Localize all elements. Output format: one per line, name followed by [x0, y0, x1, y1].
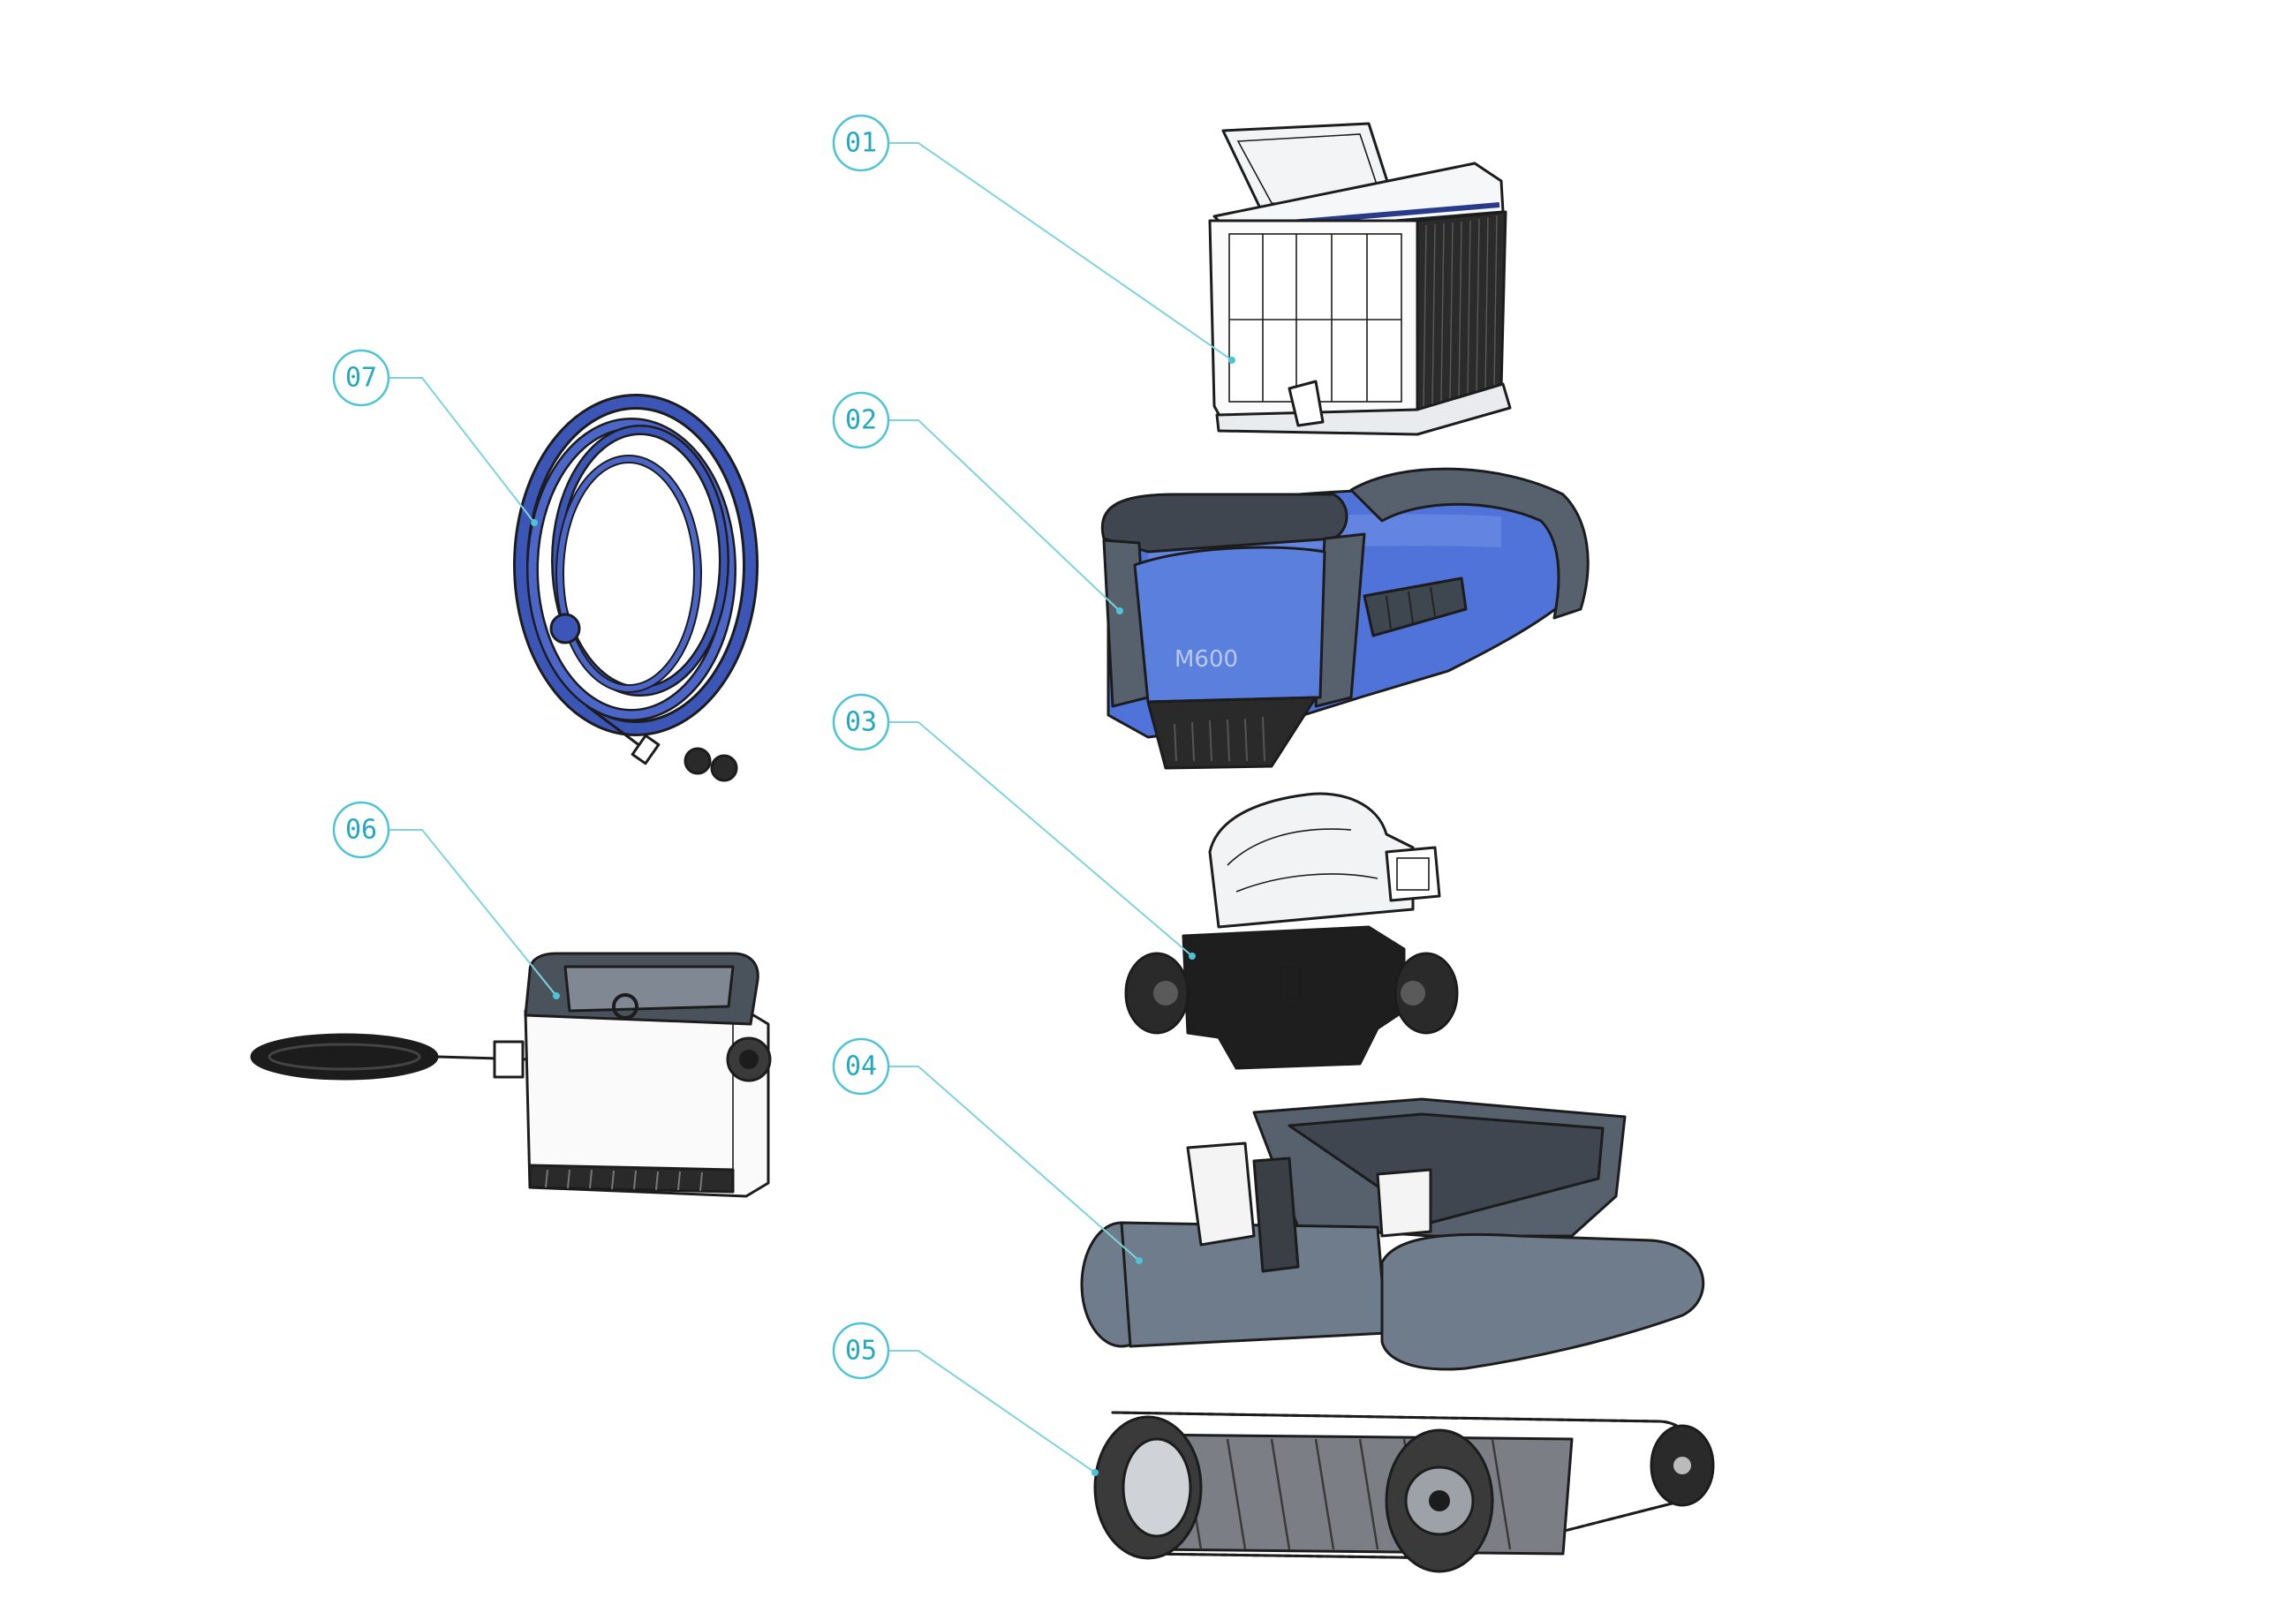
callout-04-label: 04 — [845, 1051, 877, 1082]
callout-03-anchor-dot — [1189, 953, 1196, 960]
callout-03-leader — [889, 721, 1193, 957]
floating-cable-illustration — [513, 394, 759, 782]
callout-07[interactable]: 07 — [332, 349, 538, 526]
callout-04[interactable]: 04 — [832, 1037, 1143, 1264]
callout-05-label: 05 — [845, 1336, 877, 1367]
callout-02-circle — [832, 391, 890, 449]
callout-06-leader — [389, 829, 557, 997]
callout-01-label: 01 — [845, 128, 877, 159]
motor-unit-illustration — [1124, 792, 1459, 1070]
callout-06-circle — [332, 801, 390, 859]
callout-07-circle — [332, 349, 390, 407]
callout-06-anchor-dot — [553, 992, 560, 999]
callout-04-leader — [889, 1066, 1140, 1262]
callout-05-anchor-dot — [1091, 1469, 1099, 1476]
callout-06-label: 06 — [345, 815, 377, 846]
callout-02-anchor-dot — [1116, 607, 1123, 614]
callout-01-circle — [832, 114, 890, 172]
callout-05[interactable]: 05 — [832, 1322, 1099, 1476]
callout-04-anchor-dot — [1136, 1257, 1143, 1264]
callout-07-label: 07 — [345, 363, 377, 394]
filter-basket-illustration — [1208, 122, 1512, 436]
callout-02[interactable]: 02 — [832, 391, 1123, 614]
power-supply-illustration — [250, 952, 772, 1198]
callout-07-anchor-dot — [531, 519, 538, 526]
callout-01[interactable]: 01 — [832, 114, 1235, 364]
callout-02-label: 02 — [845, 405, 877, 436]
callout-02-leader — [889, 419, 1121, 612]
body-shell-illustration: M600 — [1100, 467, 1590, 770]
callout-05-circle — [832, 1322, 890, 1380]
callout-03-circle — [832, 693, 890, 751]
tracks-brushes-illustration — [1093, 1411, 1715, 1573]
model-label: M600 — [1174, 646, 1238, 673]
callout-01-leader — [889, 142, 1233, 361]
callout-01-anchor-dot — [1228, 357, 1235, 364]
callout-03-label: 03 — [845, 707, 877, 738]
callout-05-leader — [889, 1350, 1096, 1473]
callout-07-leader — [389, 377, 535, 524]
callout-04-circle — [832, 1037, 890, 1096]
callout-03[interactable]: 03 — [832, 693, 1196, 960]
chassis-illustration — [1080, 1097, 1704, 1371]
callout-06[interactable]: 06 — [332, 801, 560, 999]
